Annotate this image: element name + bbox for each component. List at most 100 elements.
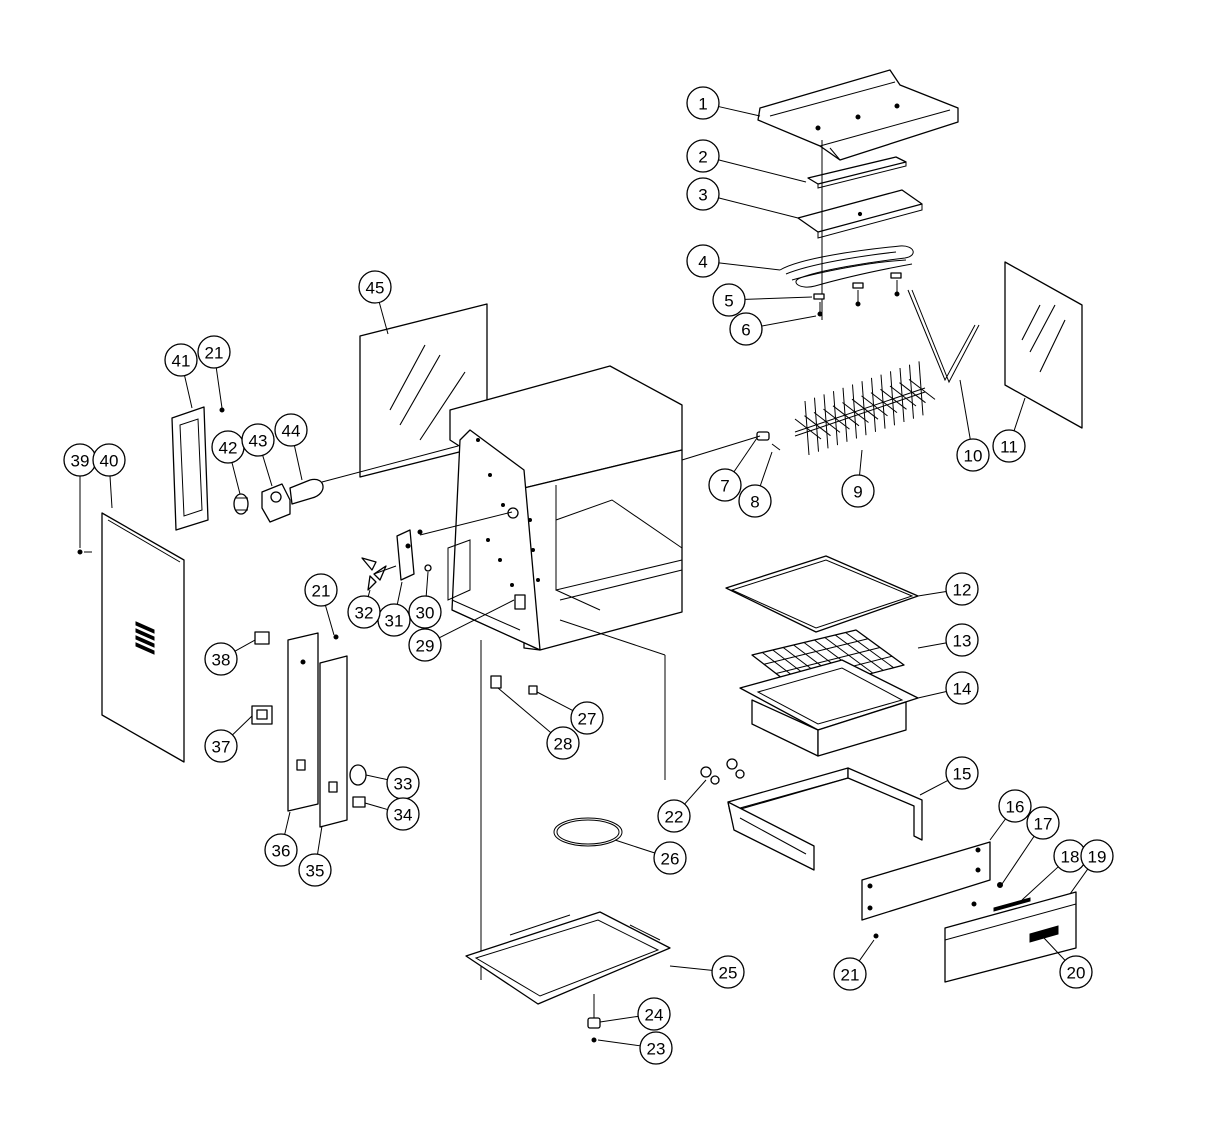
callout-7: 7 [708, 468, 742, 502]
callout-circle [298, 853, 332, 887]
callout-circle [92, 443, 126, 477]
callout-number: 11 [1000, 438, 1018, 457]
leader-line-9 [859, 449, 863, 476]
callout-15: 15 [945, 756, 979, 790]
callout-number: 45 [366, 279, 385, 298]
callout-number: 32 [355, 604, 374, 623]
callout-circle [204, 729, 238, 763]
callout-27: 27 [570, 701, 604, 735]
leader-line-23 [597, 1039, 641, 1047]
axis-line-9 [681, 435, 761, 461]
callout-circle [945, 623, 979, 657]
part-22-fasteners [700, 758, 745, 785]
leader-line-1 [718, 106, 761, 117]
leader-line-20 [1043, 937, 1066, 961]
leader-line-32 [367, 589, 371, 597]
callout-number: 21 [205, 344, 224, 363]
leader-line-30 [425, 571, 429, 597]
leader-line-24 [599, 1015, 639, 1023]
callout-30: 30 [408, 595, 442, 629]
callout-circle [386, 797, 420, 831]
callout-number: 40 [100, 452, 119, 471]
callout-35: 35 [298, 853, 332, 887]
leader-line-31 [396, 581, 403, 605]
callout-circle [653, 841, 687, 875]
callout-17: 17 [1026, 806, 1060, 840]
callout-38: 38 [204, 642, 238, 676]
leader-line-6 [761, 315, 817, 327]
callout-number: 44 [282, 422, 301, 441]
leader-line-5 [744, 296, 813, 300]
callout-1: 1 [686, 86, 720, 120]
callout-number: 13 [953, 632, 972, 651]
callout-circle [956, 438, 990, 472]
callout-circle [637, 997, 671, 1031]
part-26-gasket [553, 817, 623, 847]
leader-line-18 [1021, 866, 1059, 901]
part-33-knob [349, 764, 367, 786]
callout-number: 27 [578, 710, 597, 729]
part-43-lamp-bracket [261, 483, 291, 523]
callout-number: 12 [953, 581, 972, 600]
leader-line-26 [614, 839, 655, 854]
callout-number: 21 [841, 966, 860, 985]
callout-45: 45 [358, 270, 392, 304]
callout-21b: 21 [304, 573, 338, 607]
leader-line-43 [262, 455, 273, 487]
callout-number: 43 [249, 432, 268, 451]
part-14-drip-pan [739, 659, 919, 757]
part-38-indicator [254, 631, 270, 645]
part-23-screw [591, 1037, 597, 1043]
part-40-side-panel [101, 512, 185, 763]
callout-3: 3 [686, 177, 720, 211]
callout-number: 22 [665, 808, 684, 827]
callout-circle [1080, 839, 1114, 873]
callout-number: 39 [71, 452, 90, 471]
part-21-screw-a [219, 407, 225, 413]
callout-circle [264, 833, 298, 867]
callout-33: 33 [386, 766, 420, 800]
part-30-washer [424, 564, 432, 572]
callout-number: 24 [645, 1006, 664, 1025]
main-cabinet [447, 365, 683, 651]
callout-circle [657, 799, 691, 833]
callout-43: 43 [241, 423, 275, 457]
callout-number: 7 [720, 477, 729, 496]
callout-number: 15 [953, 765, 972, 784]
callout-circle [347, 595, 381, 629]
leader-line-8 [759, 451, 773, 487]
part-39-screw [77, 549, 92, 555]
part-35-control-plate [319, 655, 348, 828]
callout-number: 3 [698, 186, 707, 205]
callout-circle [686, 139, 720, 173]
leader-line-33 [365, 774, 388, 781]
callout-number: 28 [554, 735, 573, 754]
part-9-rack [794, 361, 936, 456]
callout-number: 20 [1067, 964, 1086, 983]
part-3-element-plate [797, 189, 923, 239]
part-27-foot [528, 685, 538, 695]
part-21-screw-c [873, 933, 879, 939]
part-21-screw-d [971, 901, 977, 907]
part-17-screw [997, 882, 1003, 888]
callout-20: 20 [1059, 955, 1093, 989]
callout-circle [358, 270, 392, 304]
callout-circle [686, 177, 720, 211]
callout-circle [998, 789, 1032, 823]
callout-number: 9 [853, 483, 862, 502]
part-21-screw-b [333, 634, 339, 640]
part-41-side-rail [171, 406, 209, 531]
part-20-label [1029, 925, 1059, 943]
part-42-motor-knob [233, 493, 249, 515]
leader-line-21c [858, 939, 875, 962]
callout-circle [729, 312, 763, 346]
callout-circle [164, 343, 198, 377]
callout-26: 26 [653, 841, 687, 875]
callout-circle [639, 1031, 673, 1065]
callout-number: 17 [1034, 815, 1053, 834]
part-24-foot [587, 1017, 601, 1029]
callout-number: 41 [172, 352, 191, 371]
part-1-top-cover [757, 69, 959, 161]
callout-circle [408, 628, 442, 662]
